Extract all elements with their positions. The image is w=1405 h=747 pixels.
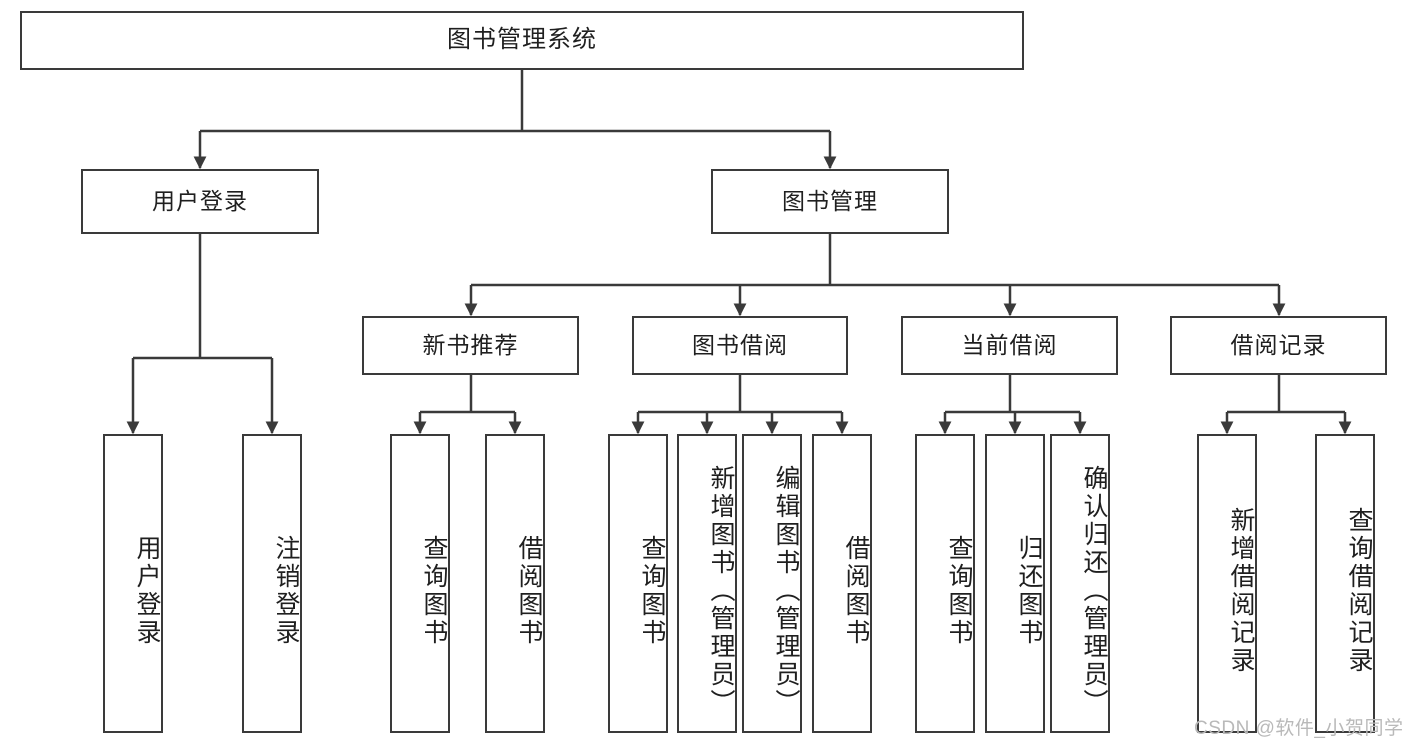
node-label: 用户登录 [152, 187, 248, 214]
node-current-borrow[interactable]: 当前借阅 [901, 316, 1118, 375]
node-label: 查询图书 [945, 534, 973, 647]
node-leaf-borrow-book-2[interactable]: 借阅图书 [812, 434, 872, 733]
node-leaf-confirm-return[interactable]: 确认归还（管理员） [1050, 434, 1110, 733]
node-leaf-add-book[interactable]: 新增图书（管理员） [677, 434, 737, 733]
node-label: 归还图书 [1015, 534, 1043, 647]
node-leaf-user-login[interactable]: 用户登录 [103, 434, 163, 733]
node-leaf-return-book[interactable]: 归还图书 [985, 434, 1045, 733]
node-leaf-query-book-1[interactable]: 查询图书 [390, 434, 450, 733]
node-leaf-add-record[interactable]: 新增借阅记录 [1197, 434, 1257, 733]
node-root[interactable]: 图书管理系统 [20, 11, 1024, 70]
node-book-borrow[interactable]: 图书借阅 [632, 316, 848, 375]
node-leaf-logout[interactable]: 注销登录 [242, 434, 302, 733]
node-label: 图书管理系统 [447, 26, 597, 54]
node-label: 借阅图书 [515, 534, 543, 647]
node-leaf-query-book-2[interactable]: 查询图书 [608, 434, 668, 733]
node-new-book-rec[interactable]: 新书推荐 [362, 316, 579, 375]
node-label: 新增图书（管理员） [707, 464, 735, 717]
node-label: 新增借阅记录 [1227, 506, 1255, 675]
node-leaf-query-record[interactable]: 查询借阅记录 [1315, 434, 1375, 733]
node-label: 用户登录 [133, 534, 161, 647]
node-label: 新书推荐 [422, 331, 519, 358]
node-user-login[interactable]: 用户登录 [81, 169, 319, 234]
node-label: 注销登录 [272, 534, 300, 647]
node-label: 查询图书 [420, 534, 448, 647]
node-label: 查询借阅记录 [1345, 506, 1373, 675]
watermark-text: CSDN @软件_小贺同学 [1194, 718, 1404, 739]
node-label: 编辑图书（管理员） [772, 464, 800, 717]
node-label: 借阅图书 [842, 534, 870, 647]
node-label: 当前借阅 [961, 331, 1058, 358]
node-label: 确认归还（管理员） [1080, 464, 1108, 717]
node-label: 借阅记录 [1230, 331, 1327, 358]
node-borrow-record[interactable]: 借阅记录 [1170, 316, 1387, 375]
node-label: 查询图书 [638, 534, 666, 647]
node-book-manage[interactable]: 图书管理 [711, 169, 949, 234]
node-label: 图书管理 [782, 187, 878, 214]
node-leaf-borrow-book-1[interactable]: 借阅图书 [485, 434, 545, 733]
node-leaf-query-book-3[interactable]: 查询图书 [915, 434, 975, 733]
node-leaf-edit-book[interactable]: 编辑图书（管理员） [742, 434, 802, 733]
node-label: 图书借阅 [692, 331, 788, 358]
